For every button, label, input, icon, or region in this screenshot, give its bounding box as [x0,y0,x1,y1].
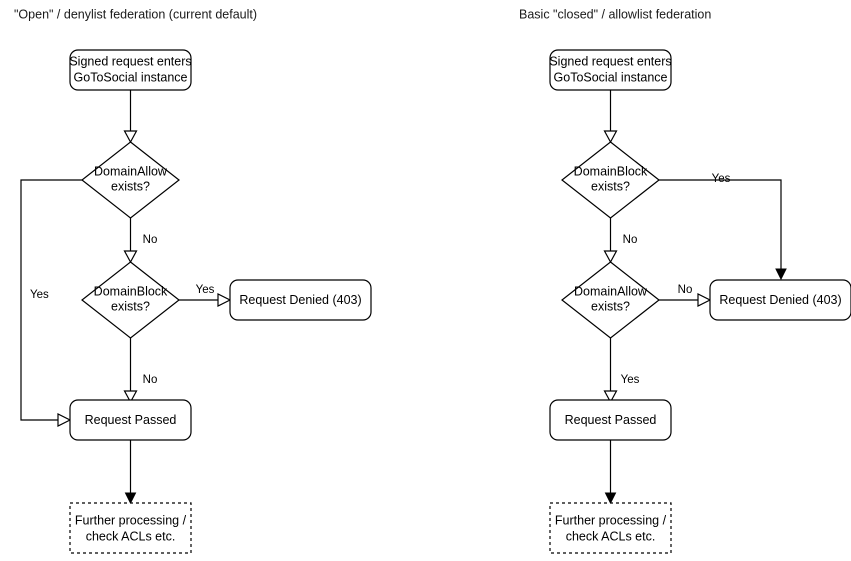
edge-label-domainblock-yes: Yes [712,173,731,185]
node-request-passed-left[interactable]: Request Passed [69,399,192,441]
edge-label-domainallow-yes: Yes [621,374,640,386]
request-denied-box-shape [229,279,372,321]
right-column-title: Basic "closed" / allowlist federation [519,7,711,21]
node-entry-right[interactable]: Signed request enters GoToSocial instanc… [549,49,672,91]
arrow-open-icon [603,390,618,404]
arrow-open-icon [697,293,712,307]
domainblock-line1: DomainBlock [574,164,648,178]
edge-domainblock-yes-left: Yes [179,284,232,307]
domainblock-line1: DomainBlock [94,284,168,298]
arrow-open-icon [603,250,618,264]
node-request-passed-right[interactable]: Request Passed [549,399,672,441]
further-processing-box-shape [69,502,192,554]
domainallow-line1: DomainAllow [574,284,648,298]
domainblock-line2: exists? [111,299,150,313]
node-further-processing-left[interactable]: Further processing / check ACLs etc. [69,502,192,554]
column-closed-allowlist: Basic "closed" / allowlist federation Si… [519,7,851,554]
domainallow-line2: exists? [111,179,150,193]
further-processing-line2: check ACLs etc. [566,529,656,543]
edge-domainblock-yes-right: Yes [659,173,787,281]
left-column-title: "Open" / denylist federation (current de… [14,7,257,21]
request-passed-label: Request Passed [85,413,177,427]
edge-passed-to-further-left [124,440,137,505]
arrow-open-icon [57,413,72,427]
edge-passed-to-further-right [604,440,617,505]
further-processing-box-shape [549,502,672,554]
edge-entry-to-domainblock-right [603,90,618,144]
edge-label-domainblock-no: No [623,234,638,246]
node-request-denied-right[interactable]: Request Denied (403) [709,279,851,321]
edge-domainallow-yes-right: Yes [603,338,640,404]
further-processing-line2: check ACLs etc. [86,529,176,543]
further-processing-line1: Further processing / [75,513,187,527]
arrow-open-icon [123,390,138,404]
entry-box-line1: Signed request enters [69,54,191,68]
edge-label-domainblock-no: No [143,374,158,386]
column-open-denylist: "Open" / denylist federation (current de… [14,7,372,554]
entry-box-line2: GoToSocial instance [74,70,188,84]
node-domainblock-right[interactable]: DomainBlock exists? [561,141,660,219]
request-denied-box-shape [709,279,851,321]
arrow-open-icon [603,130,618,144]
edge-domainallow-no-left: No [123,218,158,264]
request-passed-label: Request Passed [565,413,657,427]
entry-box-line1: Signed request enters [549,54,671,68]
edge-label-domainblock-yes: Yes [196,284,215,296]
domainallow-line1: DomainAllow [94,164,168,178]
edge-domainallow-yes-left: Yes [20,179,82,427]
edge-label-domainallow-no: No [143,234,158,246]
edge-label-domainallow-no: No [678,284,693,296]
arrow-solid-icon [124,492,137,505]
node-domainallow-right[interactable]: DomainAllow exists? [561,261,660,339]
arrow-solid-icon [604,492,617,505]
edge-domainallow-no-right: No [659,284,712,307]
domainallow-line2: exists? [591,299,630,313]
request-denied-label: Request Denied (403) [719,293,841,307]
arrow-open-icon [123,130,138,144]
request-denied-label: Request Denied (403) [239,293,361,307]
edge-entry-to-domainallow-left [123,90,138,144]
edge-label-domainallow-yes: Yes [30,289,49,301]
entry-box-line2: GoToSocial instance [554,70,668,84]
further-processing-line1: Further processing / [555,513,667,527]
node-domainallow-left[interactable]: DomainAllow exists? [81,141,180,219]
node-request-denied-left[interactable]: Request Denied (403) [229,279,372,321]
domainblock-line2: exists? [591,179,630,193]
arrow-open-icon [217,293,232,307]
node-entry-left[interactable]: Signed request enters GoToSocial instanc… [69,49,192,91]
edge-domainblock-no-left: No [123,338,158,404]
arrow-open-icon [123,250,138,264]
node-domainblock-left[interactable]: DomainBlock exists? [81,261,180,339]
arrow-solid-icon [775,268,787,281]
node-further-processing-right[interactable]: Further processing / check ACLs etc. [549,502,672,554]
edge-domainblock-no-right: No [603,218,638,264]
